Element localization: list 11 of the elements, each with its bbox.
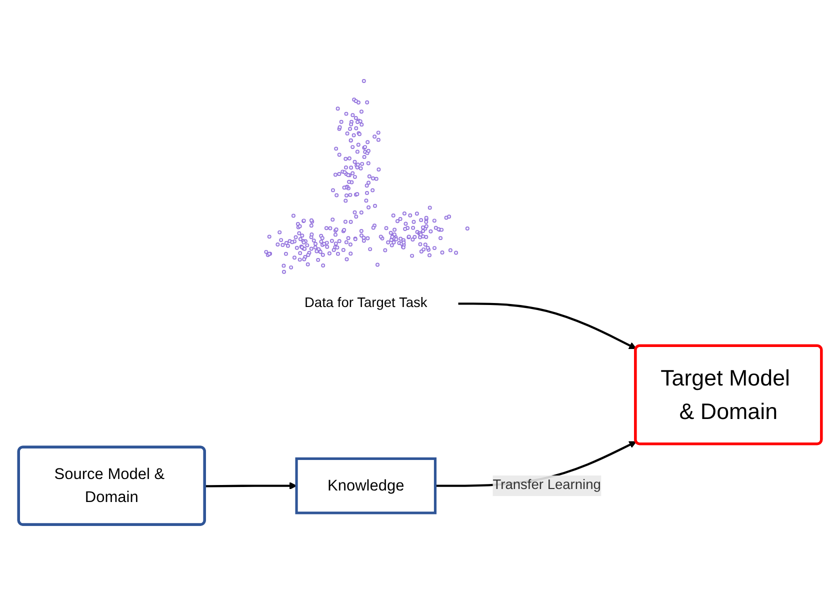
arrow <box>205 482 297 490</box>
node-label: Target Model & Domain <box>660 363 791 426</box>
scatter-plot-picture <box>264 78 470 274</box>
picture-caption: Data for Target Task <box>304 294 428 312</box>
node-label: Knowledge <box>328 475 404 496</box>
knowledge-box <box>295 456 437 514</box>
model-box <box>634 344 823 445</box>
model-box <box>17 445 206 526</box>
node-label: Source Model & Domain <box>53 464 166 508</box>
edge-label: Transfer Learning <box>492 474 601 496</box>
arrow <box>458 302 637 349</box>
